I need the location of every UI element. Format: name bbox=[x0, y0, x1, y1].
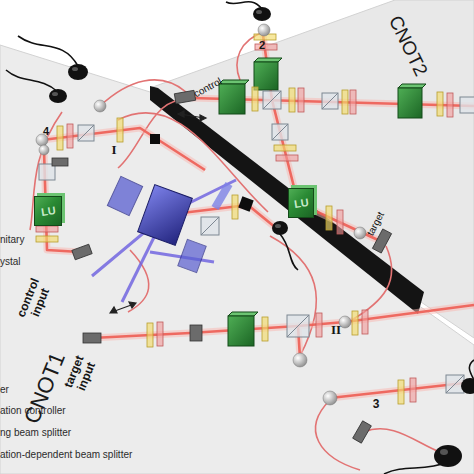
callout-number: II bbox=[331, 323, 341, 337]
callout-number: 2 bbox=[259, 40, 265, 52]
legend-entry: ng beam splitter bbox=[0, 427, 71, 438]
coupler-spheres bbox=[36, 24, 366, 405]
legend-entry: ation controller bbox=[0, 405, 66, 416]
wave-plates bbox=[36, 34, 453, 404]
port-label: target input bbox=[58, 344, 102, 404]
plate-surface bbox=[0, 45, 474, 474]
laser-beams bbox=[42, 28, 474, 398]
fibers bbox=[30, 32, 440, 470]
port-label: control input bbox=[12, 270, 56, 330]
legend-entry: ation-dependent beam splitter bbox=[0, 449, 132, 460]
plate-surface bbox=[150, 0, 474, 338]
mirrors bbox=[150, 134, 254, 212]
translation-arrows bbox=[110, 111, 206, 313]
crystals bbox=[107, 176, 232, 272]
detectors bbox=[49, 7, 474, 467]
beam-splitters bbox=[39, 91, 474, 393]
callout-number: 4 bbox=[43, 126, 49, 138]
unitary-boxes bbox=[219, 58, 426, 346]
legend-entry: ystal bbox=[0, 256, 21, 267]
callout-number: I bbox=[111, 143, 116, 157]
callout-number: 3 bbox=[373, 398, 380, 411]
detector-cables bbox=[6, 2, 474, 474]
fiber-couplers bbox=[52, 90, 392, 443]
module-title: CNOT2 bbox=[384, 12, 432, 80]
legend-entry: nitary bbox=[0, 234, 24, 245]
legend-entry: er bbox=[0, 384, 9, 395]
